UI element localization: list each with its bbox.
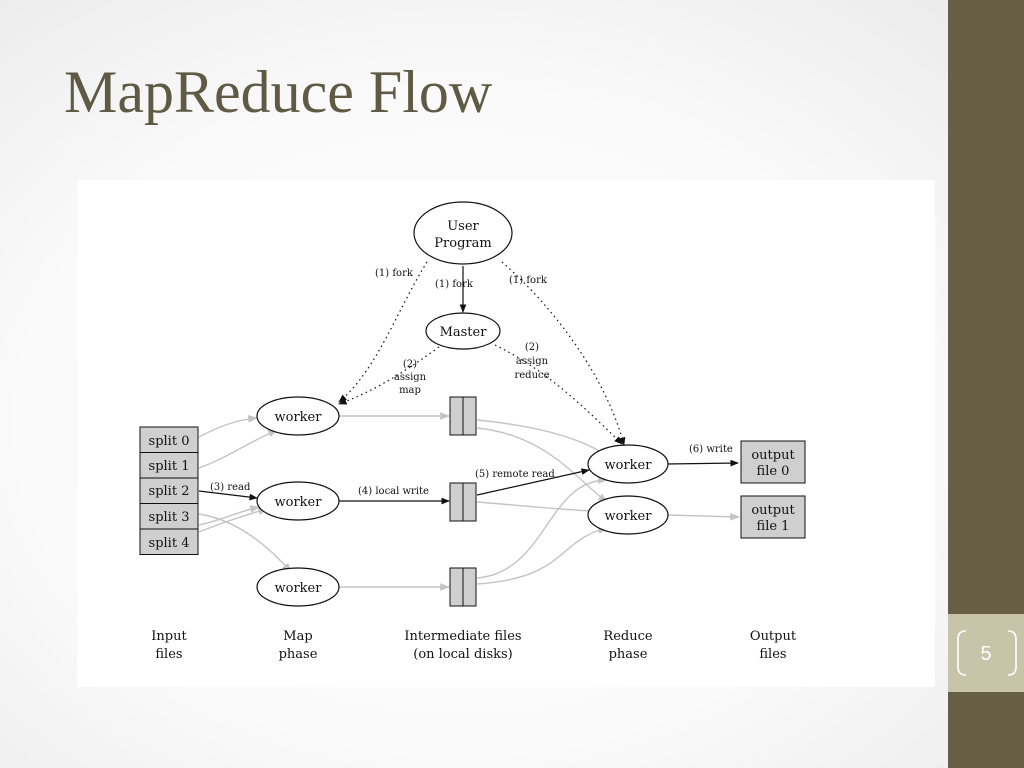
- assign-map-label-2: assign: [394, 372, 427, 383]
- user-program-label-2: Program: [434, 236, 491, 251]
- read-label: (3) read: [210, 482, 251, 493]
- column-output-line-2: files: [759, 647, 786, 662]
- intermediate-file-3: [449, 567, 477, 607]
- assign-reduce-label-3: reduce: [514, 370, 549, 381]
- flow-split1-worker1: [198, 429, 278, 469]
- flow-file1-reduce2: [476, 427, 608, 503]
- map-worker-3-label: worker: [275, 581, 323, 596]
- map-worker-2: worker: [256, 481, 340, 521]
- page-number-box: [948, 614, 1024, 692]
- column-reduce-line-2: phase: [609, 647, 648, 662]
- intermediate-file-2: [449, 482, 477, 522]
- flow-split3-worker3: [198, 513, 292, 573]
- fork-right-label: (1) fork: [509, 275, 548, 286]
- flow-split0-worker1: [198, 414, 258, 438]
- column-input-line-1: Input: [151, 629, 187, 644]
- fork-middle-label: (1) fork: [435, 279, 474, 290]
- fork-left-label: (1) fork: [375, 268, 414, 279]
- mapreduce-diagram: User Program Master worker worker worker…: [139, 201, 806, 662]
- intermediate-file-1: [449, 396, 477, 436]
- reduce-worker-2: worker: [587, 495, 669, 535]
- split-label-3: split 3: [149, 510, 190, 525]
- edge-labels: (1) fork (1) fork (1) fork (2) assign ma…: [210, 268, 733, 497]
- user-program-label-1: User: [447, 219, 479, 234]
- master-node: Master: [425, 312, 501, 350]
- column-intermediate-line-1: Intermediate files: [404, 629, 521, 644]
- output-file-1-line-2: file 1: [757, 519, 790, 534]
- reduce-worker-1: worker: [587, 444, 669, 484]
- output-file-0-line-1: output: [751, 448, 795, 463]
- split-box-4: split 4: [139, 528, 199, 555]
- map-worker-3: worker: [256, 567, 340, 607]
- assign-reduce-label-1: (2): [525, 342, 539, 353]
- assign-reduce-label-2: assign: [516, 356, 549, 367]
- gray-flow-arrows: [198, 412, 740, 591]
- phase-column-labels: Input files Map phase Intermediate files…: [151, 629, 797, 662]
- output-file-1-line-1: output: [751, 503, 795, 518]
- split-box-1: split 1: [139, 452, 199, 479]
- local-write-label: (4) local write: [358, 486, 429, 497]
- user-program-node: User Program: [413, 201, 513, 265]
- column-output-line-1: Output: [750, 629, 797, 644]
- slide-title: MapReduce Flow: [64, 59, 493, 125]
- split-label-1: split 1: [149, 459, 190, 474]
- remote-read-label: (5) remote read: [475, 469, 555, 480]
- read-split2-worker2: [198, 490, 258, 501]
- fork-to-reduce-worker: [501, 261, 626, 446]
- flow-file3-reduce2: [476, 526, 608, 585]
- black-flow-arrows: [198, 266, 739, 505]
- assign-reduce: [494, 344, 623, 445]
- map-worker-1: worker: [256, 396, 340, 436]
- assign-map-label-1: (2): [403, 359, 417, 370]
- fork-to-map-worker: [338, 261, 428, 403]
- column-intermediate-line-2: (on local disks): [413, 647, 512, 662]
- split-label-2: split 2: [149, 484, 190, 499]
- flow-split3-worker2: [198, 505, 260, 526]
- page-number-brackets: [957, 630, 1017, 676]
- column-map-line-1: Map: [283, 629, 312, 644]
- master-label: Master: [440, 325, 488, 340]
- column-input-line-2: files: [155, 647, 182, 662]
- column-reduce-line-1: Reduce: [603, 629, 652, 644]
- write-output0: [665, 459, 739, 467]
- split-label-4: split 4: [149, 536, 190, 551]
- diagram-panel: User Program Master worker worker worker…: [77, 180, 935, 687]
- split-label-0: split 0: [149, 434, 190, 449]
- flow-file2-reduce2: [476, 501, 608, 516]
- output-file-1: output file 1: [740, 495, 806, 539]
- flow-file3-reduce1: [476, 476, 608, 579]
- output-file-0: output file 0: [740, 440, 806, 484]
- page-number: 5: [980, 643, 992, 665]
- remote-read: [476, 468, 590, 496]
- split-box-2: split 2: [139, 477, 199, 504]
- reduce-worker-1-label: worker: [605, 458, 653, 473]
- flow-file1-reduce1: [476, 419, 608, 457]
- flow-split4-worker2: [198, 507, 268, 533]
- dotted-control-arrows: [338, 261, 626, 446]
- map-worker-1-label: worker: [275, 410, 323, 425]
- reduce-worker-2-label: worker: [605, 509, 653, 524]
- write-label: (6) write: [689, 444, 733, 455]
- input-splits: split 0 split 1 split 2 split 3 split 4: [139, 426, 199, 555]
- assign-map-label-3: map: [399, 385, 421, 396]
- split-box-0: split 0: [139, 426, 199, 453]
- column-map-line-2: phase: [279, 647, 318, 662]
- map-worker-2-label: worker: [275, 495, 323, 510]
- split-box-3: split 3: [139, 503, 199, 530]
- output-file-0-line-2: file 0: [757, 464, 790, 479]
- flow-reduce2-output1: [665, 512, 740, 521]
